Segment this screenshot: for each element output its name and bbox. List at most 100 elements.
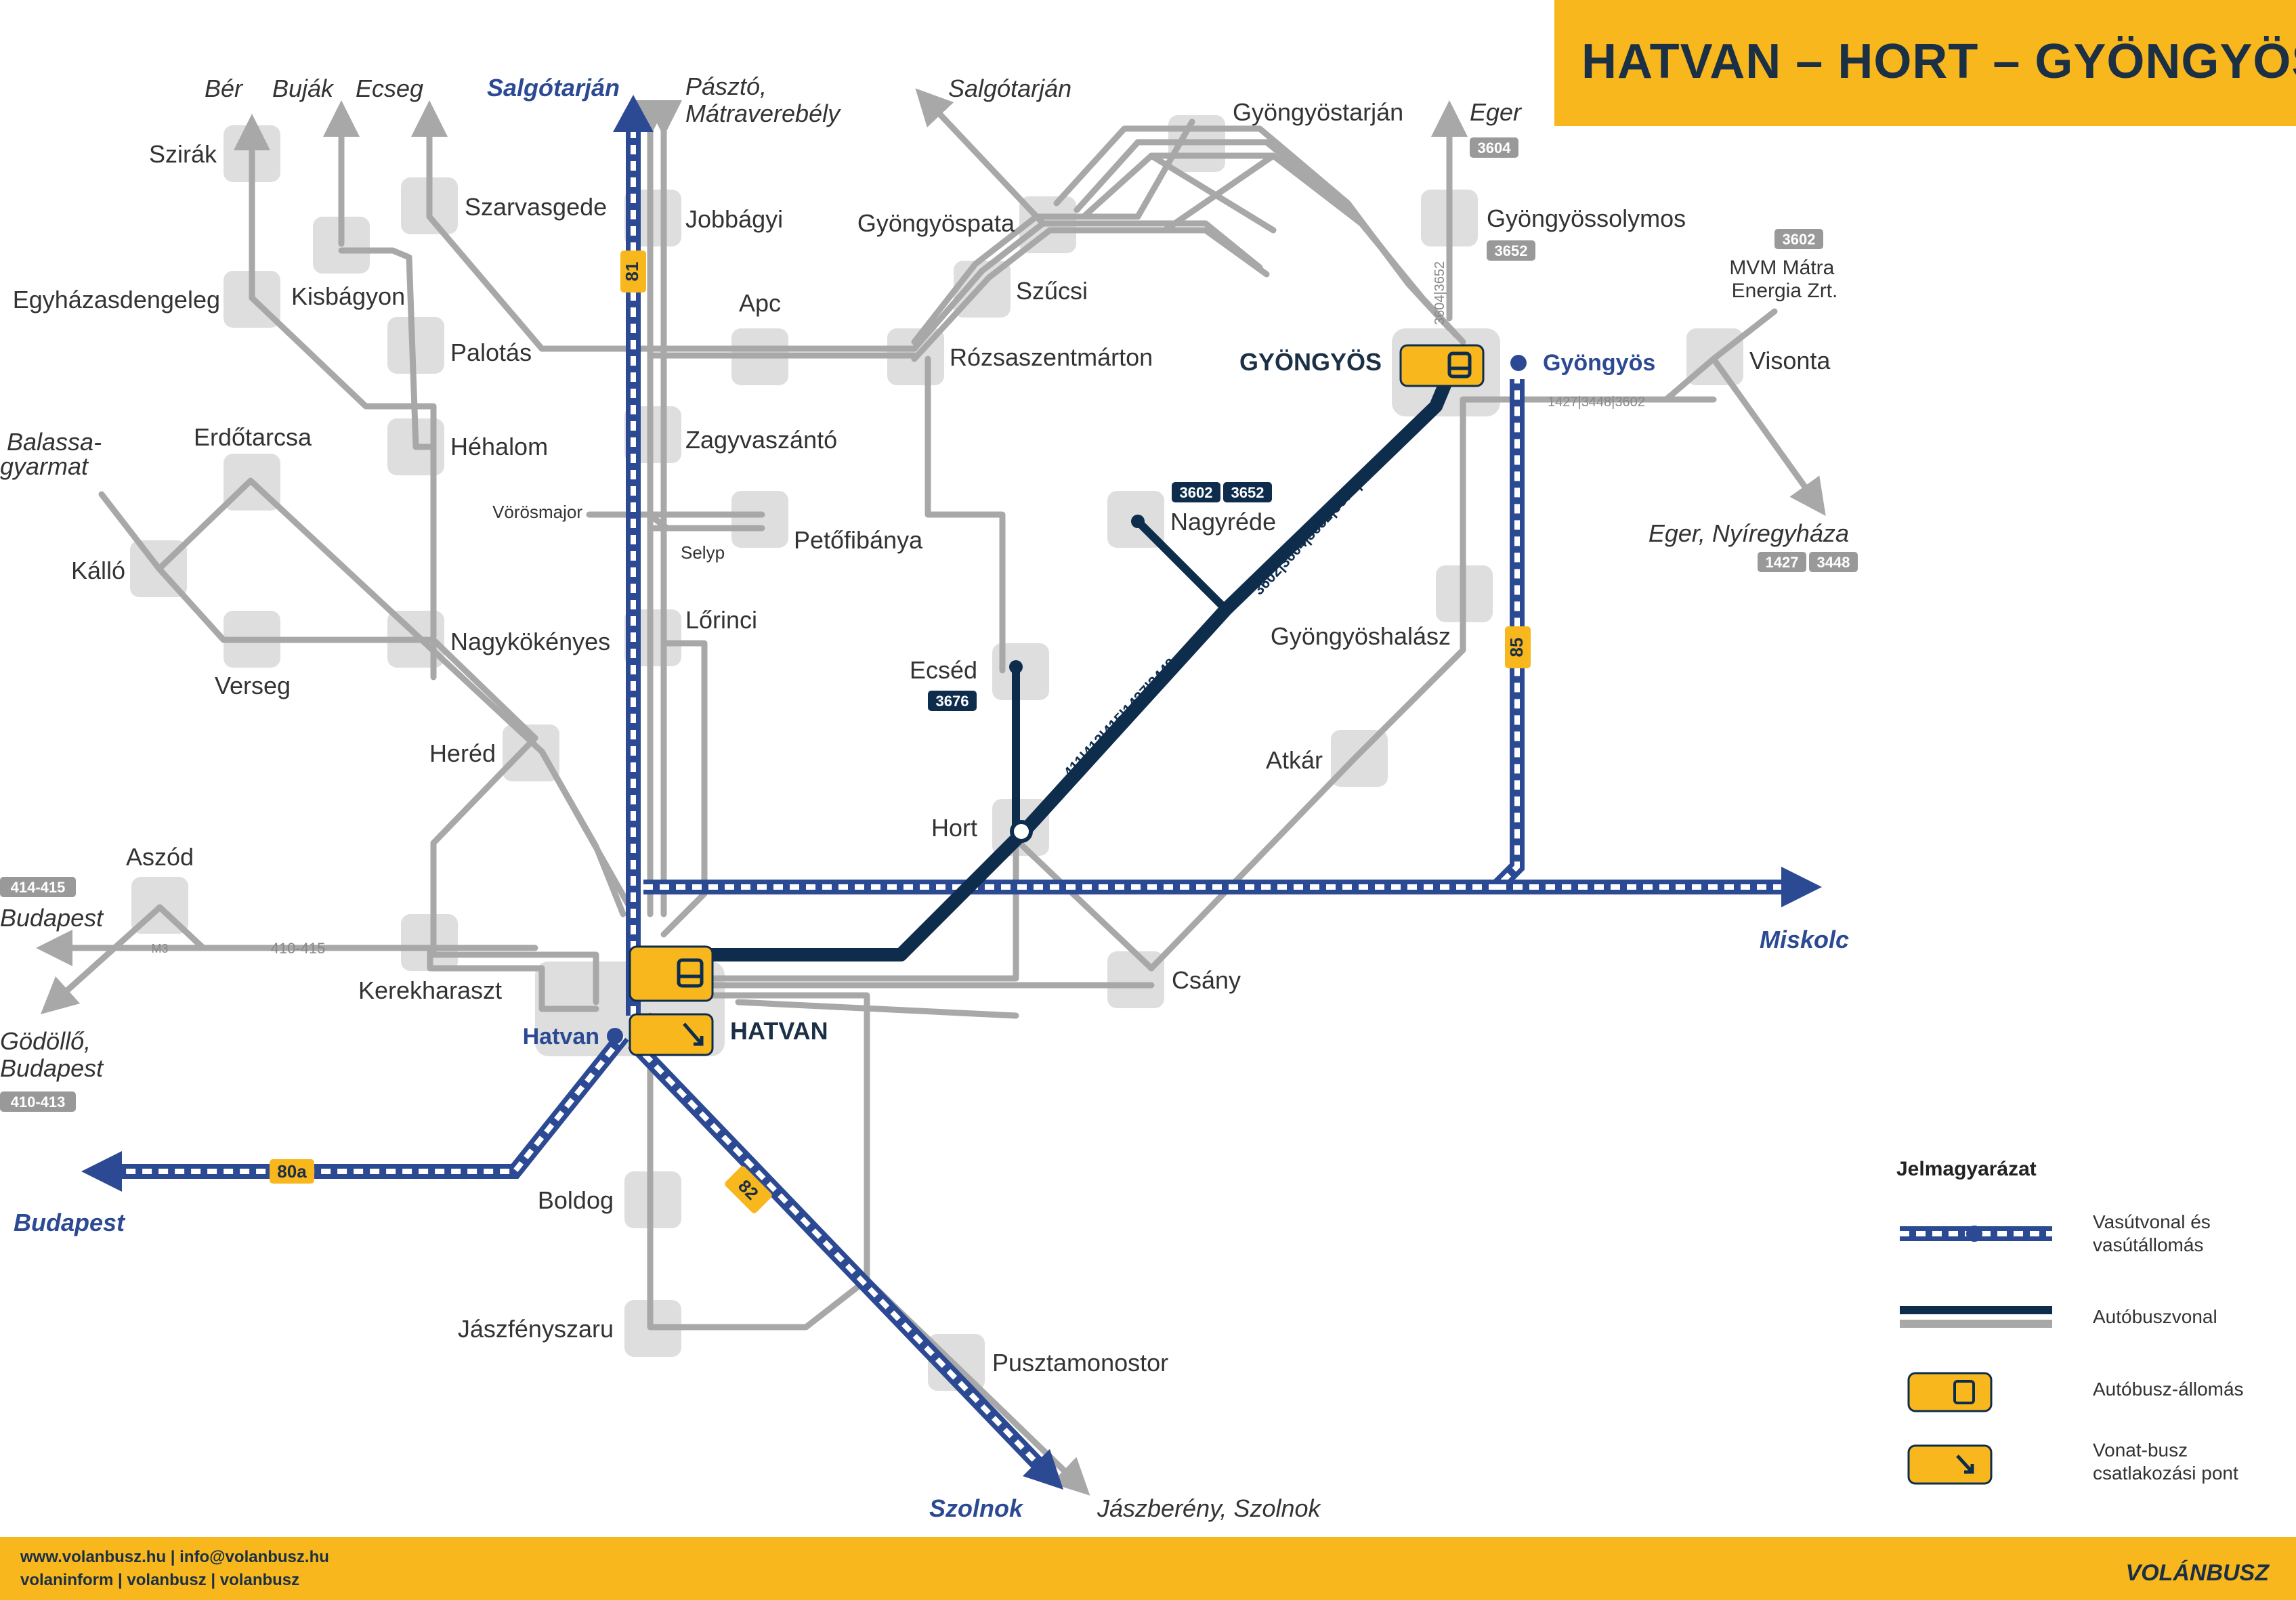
stop-selyp: Selyp (681, 542, 725, 563)
legend-title: Jelmagyarázat (1896, 1158, 2037, 1180)
gyongyos-hub-label: GYÖNGYÖS (1239, 348, 1382, 376)
stop-apc: Apc (739, 289, 781, 317)
dir-jaszbereny: Jászberény, Szolnok (1097, 1494, 1322, 1522)
badge-godollo: 410-413 (11, 1094, 66, 1110)
stop-aszod: Aszód (126, 843, 194, 871)
page-title: HATVAN – HORT – GYÖNGYÖS (1581, 35, 2296, 89)
stop-csany: Csány (1172, 966, 1241, 994)
dir-salgotarjan-bus: Salgótarján (948, 74, 1071, 102)
stop-szirak: Szirák (149, 140, 217, 168)
stop-nagykokenyes: Nagykökényes (450, 628, 610, 655)
stop-erdotarcsa: Erdőtarcsa (194, 423, 312, 451)
dir-budapest-bus: Budapest (0, 904, 104, 932)
stop-gyongyossolymos: Gyöngyössolymos (1487, 204, 1686, 232)
hub-labels: HATVAN GYÖNGYÖS Hatvan Gyöngyös (523, 348, 1656, 1050)
legend-bus-line-symbol (1900, 1306, 2052, 1328)
stop-atkar: Atkár (1266, 746, 1323, 774)
dir-godollo: Gödöllő,Budapest (0, 1027, 104, 1082)
legend-symbols (1900, 1226, 2052, 1485)
badge-ecsed: 3676 (936, 693, 969, 710)
stop-gyongyospata: Gyöngyöspata (857, 209, 1015, 237)
footer: www.volanbusz.hu | info@volanbusz.hu vol… (0, 1537, 2296, 1600)
badge-eger-nyh-a: 1427 (1766, 554, 1799, 571)
dest-budapest-rail: Budapest (14, 1209, 126, 1236)
stop-verseg: Verseg (215, 672, 291, 699)
dir-ber: Bér (205, 74, 244, 102)
mvm-label: MVM Mátra Energia Zrt. (1729, 257, 1840, 302)
stop-gyongyostarjan: Gyöngyöstarján (1233, 98, 1403, 126)
dir-bujak: Buják (272, 74, 335, 102)
hatvan-hub-label: HATVAN (730, 1017, 828, 1045)
dir-eger: Eger (1470, 98, 1523, 126)
dir-ecseg: Ecseg (356, 74, 423, 102)
stop-boldog: Boldog (538, 1186, 614, 1214)
stop-jaszfenyszaru: Jászfényszaru (458, 1315, 614, 1343)
stop-visonta: Visonta (1749, 347, 1831, 374)
footer-contact[interactable]: www.volanbusz.hu | info@volanbusz.hu (20, 1548, 329, 1566)
direction-labels: Bér Buják Ecseg Salgótarján Eger Eger, N… (0, 72, 1849, 1522)
stop-lorinci: Lőrinci (685, 606, 757, 634)
stop-hehalom: Héhalom (450, 433, 548, 460)
visonta-horizontal-label: 1427|3448|3602 (1548, 395, 1645, 410)
line-80a-label: 80a (277, 1161, 307, 1182)
dest-szolnok-rail: Szolnok (929, 1494, 1024, 1522)
badge-eger-nyh-b: 3448 (1817, 554, 1850, 571)
main-bus-line (698, 359, 1460, 961)
legend: Jelmagyarázat Vasútvonal és vasútállomás… (1896, 1151, 2276, 1503)
stop-rozsaszentmarton: Rózsaszentmárton (950, 343, 1153, 371)
legend-transfer-symbol (1907, 1444, 1993, 1485)
stop-szucsi: Szűcsi (1016, 277, 1088, 305)
bus-icons (677, 351, 1472, 1046)
rail-station-dots (607, 355, 1527, 1044)
gyongyos-rail-label: Gyöngyös (1543, 350, 1655, 376)
stop-kisbagyon: Kisbágyon (291, 282, 405, 310)
legend-rail-symbol (1900, 1226, 2052, 1242)
stop-palotas: Palotás (450, 339, 532, 366)
line-85-label: 85 (1506, 638, 1527, 657)
legend-bus-line-label: Autóbuszvonal (2093, 1306, 2217, 1327)
route-badges: 3604 3652 3602 3602 3652 3676 1427 3448 … (0, 137, 1858, 1112)
volanbusz-logo: VOLÁNBUSZ (2125, 1560, 2269, 1586)
badge-nagyrede-a: 3602 (1180, 484, 1213, 501)
stop-szarvasgede: Szarvasgede (465, 193, 607, 221)
footer-social[interactable]: volaninform | volanbusz | volanbusz (20, 1571, 300, 1589)
stop-labels: Szirák Egyházasdengeleg Kisbágyon Szarva… (13, 98, 1831, 1377)
dest-miskolc-rail: Miskolc (1760, 926, 1849, 953)
stop-pusztamonostor: Pusztamonostor (992, 1349, 1168, 1377)
dest-salgotarjan-rail: Salgótarján (487, 74, 620, 102)
legend-rail-label: Vasútvonal és vasútállomás (2093, 1211, 2211, 1255)
rail-line-badges: 81 85 80a 82 (270, 251, 1531, 1213)
bus-stop-dots (1009, 515, 1145, 843)
dir-balassagyarmat: Balassa-gyarmat (0, 428, 102, 480)
stop-vorosmajor: Vörösmajor (492, 502, 582, 522)
legend-transfer-label: Vonat-busz csatlakozási pont (2093, 1440, 2238, 1484)
badge-mvm: 3602 (1783, 231, 1816, 248)
badge-aszod: 414-415 (11, 879, 66, 896)
stop-hered: Heréd (429, 739, 496, 767)
line-81-label: 81 (622, 262, 642, 282)
stop-mvm: MVM Mátra Energia Zrt. (1729, 257, 1840, 302)
stop-jobbagyi: Jobbágyi (685, 205, 783, 233)
stop-ecsed: Ecséd (910, 656, 977, 684)
title-banner: HATVAN – HORT – GYÖNGYÖS (1554, 0, 2296, 126)
stop-nagyrede: Nagyréde (1170, 508, 1276, 536)
legend-bus-station-symbol (1907, 1372, 1993, 1412)
stop-petofibanya: Petőfibánya (794, 526, 923, 554)
stop-gyongyoshalasz: Gyöngyöshalász (1271, 622, 1451, 650)
rail-arrows (81, 95, 1822, 1490)
badge-gyongyossolymos: 3652 (1495, 242, 1528, 259)
legend-bus-station-label: Autóbusz-állomás (2093, 1379, 2244, 1400)
stop-hort: Hort (931, 814, 977, 842)
badge-nagyrede-b: 3652 (1231, 484, 1264, 501)
dir-eger-nyiregyhaza: Eger, Nyíregyháza (1649, 519, 1849, 547)
hatvan-rail-label: Hatvan (523, 1024, 599, 1050)
badge-eger: 3604 (1478, 139, 1512, 156)
stop-zagyvaszanto: Zagyvaszántó (685, 426, 837, 454)
kerekharaszt-line-label: 410-415 (271, 940, 326, 957)
stop-kerekharaszt: Kerekharaszt (358, 976, 502, 1004)
main-line-lower-label: 411|413|415|1427|3448 (1060, 655, 1179, 781)
stop-egyhazasdengeleg: Egyházasdengeleg (13, 286, 220, 313)
dir-paszto: Pásztó,Mátraverebély (685, 72, 841, 127)
stop-kallo: Kálló (71, 557, 125, 584)
